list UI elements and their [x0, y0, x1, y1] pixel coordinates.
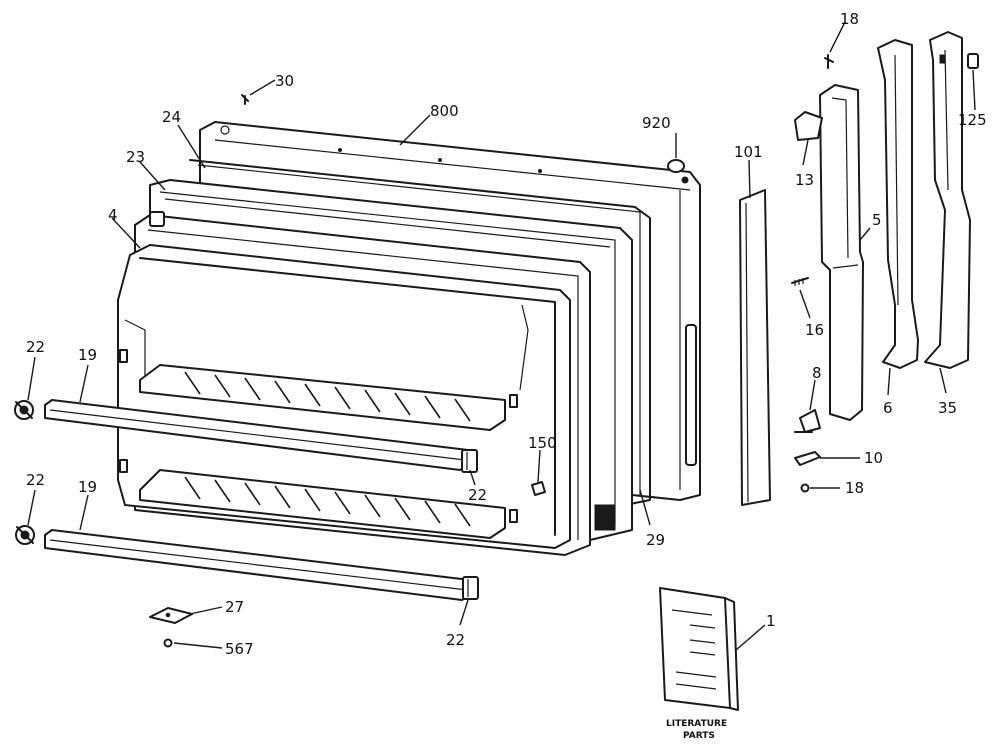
callout-920: 920: [642, 114, 671, 132]
callout-22-upper-left: 22: [26, 338, 45, 356]
upper-shelf-grill: [139, 364, 506, 431]
callout-22-lower-left: 22: [26, 471, 45, 489]
clip-150: [531, 481, 546, 496]
callout-150: 150: [528, 434, 557, 452]
screw-30: [241, 94, 249, 105]
shelf-end-cap-lower-right: [462, 576, 479, 600]
callout-35: 35: [938, 399, 957, 417]
hinge-5: [819, 84, 864, 421]
callout-800: 800: [430, 102, 459, 120]
hinge-pin-8: [794, 409, 821, 433]
callout-labels: 30 800 24 23 4 920 101 18 13 125 5 16 8 …: [26, 10, 987, 741]
callout-18-bottom: 18: [845, 479, 864, 497]
shelf-bar-lower: [44, 529, 471, 601]
shelf-end-cap-lower-left: [15, 525, 35, 545]
door-gasket-24: [189, 159, 651, 511]
callout-125: 125: [958, 111, 987, 129]
bracket-27: [149, 607, 193, 624]
screw-18-top: [824, 54, 834, 69]
literature-packet: [659, 587, 739, 711]
callout-27: 27: [225, 598, 244, 616]
callout-6: 6: [883, 399, 893, 417]
callout-29: 29: [646, 531, 665, 549]
callout-567: 567: [225, 640, 254, 658]
callout-18-top: 18: [840, 10, 859, 28]
callout-30: 30: [275, 72, 294, 90]
shelf-end-cap-upper-right: [461, 449, 478, 473]
callout-24: 24: [162, 108, 181, 126]
hinge-block-13: [794, 111, 823, 141]
literature-label-line2: PARTS: [683, 731, 715, 741]
callout-10: 10: [864, 449, 883, 467]
callout-1: 1: [766, 612, 776, 630]
plug-920: [667, 159, 685, 173]
callout-22-lower-right: 22: [446, 631, 465, 649]
leader-lines: [27, 21, 976, 651]
callout-101: 101: [734, 143, 763, 161]
callout-5: 5: [872, 211, 882, 229]
callout-22-upper-right: 22: [468, 486, 487, 504]
callout-19-lower: 19: [78, 478, 97, 496]
screw-567: [163, 638, 173, 648]
screw-16: [791, 277, 809, 286]
shim-10: [794, 451, 821, 466]
screw-18-bottom: [800, 483, 810, 493]
handle-bracket-35: [924, 31, 971, 369]
callout-19-upper: 19: [78, 346, 97, 364]
handle-rail-6: [877, 39, 919, 369]
shelf-end-cap-upper-left: [14, 400, 34, 420]
callout-13: 13: [795, 171, 814, 189]
callout-23: 23: [126, 148, 145, 166]
cap-125: [967, 53, 979, 69]
literature-label-line1: LITERATURE: [666, 719, 727, 729]
callout-4: 4: [108, 206, 118, 224]
door-trim-strip: [739, 189, 771, 506]
lower-shelf-grill: [139, 469, 506, 539]
callout-8: 8: [812, 364, 822, 382]
callout-16: 16: [805, 321, 824, 339]
